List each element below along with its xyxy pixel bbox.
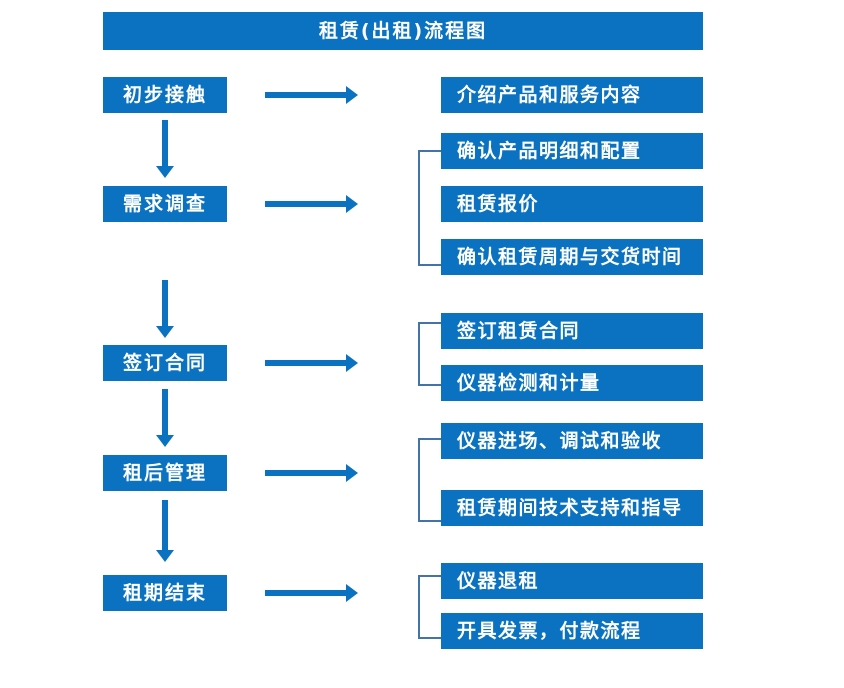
detail-box-label: 仪器退租 bbox=[457, 569, 540, 592]
detail-box[interactable]: 确认产品明细和配置 bbox=[441, 133, 703, 169]
detail-box[interactable]: 仪器退租 bbox=[441, 563, 703, 599]
arrow-shaft bbox=[265, 201, 347, 207]
stage-box-label: 租期结束 bbox=[122, 581, 207, 604]
arrow-head bbox=[156, 435, 174, 447]
detail-box[interactable]: 仪器检测和计量 bbox=[441, 365, 703, 401]
arrow-head bbox=[346, 86, 358, 104]
arrow-stage-1-to-details-icon bbox=[265, 84, 358, 106]
arrow-shaft bbox=[265, 360, 347, 366]
arrow-stage-4-to-details-icon bbox=[265, 462, 358, 484]
diagram-title-text: 租赁(出租)流程图 bbox=[318, 19, 488, 42]
arrow-head bbox=[346, 464, 358, 482]
arrow-stage-5-to-details-icon bbox=[265, 582, 358, 604]
arrow-shaft bbox=[162, 120, 168, 167]
detail-box[interactable]: 租赁报价 bbox=[441, 186, 703, 222]
stage-box-label: 租后管理 bbox=[122, 461, 207, 484]
stage-box[interactable]: 签订合同 bbox=[103, 345, 227, 381]
arrow-shaft bbox=[162, 389, 168, 436]
detail-box-label: 签订租赁合同 bbox=[457, 319, 581, 342]
arrow-head bbox=[346, 195, 358, 213]
detail-box[interactable]: 确认租赁周期与交货时间 bbox=[441, 239, 703, 275]
arrow-head bbox=[156, 550, 174, 562]
detail-box-label: 开具发票，付款流程 bbox=[457, 619, 642, 642]
arrow-shaft bbox=[162, 280, 168, 327]
stage-box-label: 签订合同 bbox=[122, 351, 207, 374]
arrow-stage-2-to-details-icon bbox=[265, 193, 358, 215]
arrow-head bbox=[346, 354, 358, 372]
detail-box-label: 确认产品明细和配置 bbox=[457, 139, 642, 162]
arrow-head bbox=[156, 166, 174, 178]
arrow-head bbox=[346, 584, 358, 602]
detail-box[interactable]: 仪器进场、调试和验收 bbox=[441, 423, 703, 459]
stage-box[interactable]: 租期结束 bbox=[103, 575, 227, 611]
arrow-stage-3-to-details-icon bbox=[265, 352, 358, 374]
arrow-shaft bbox=[265, 92, 347, 98]
detail-box[interactable]: 签订租赁合同 bbox=[441, 313, 703, 349]
detail-box-label: 租赁报价 bbox=[457, 192, 540, 215]
detail-box-label: 介绍产品和服务内容 bbox=[457, 83, 642, 106]
bracket-group-aftercare bbox=[418, 438, 441, 522]
diagram-title-bar: 租赁(出租)流程图 bbox=[103, 12, 703, 50]
detail-box-label: 仪器进场、调试和验收 bbox=[457, 429, 663, 452]
detail-box[interactable]: 开具发票，付款流程 bbox=[441, 613, 703, 649]
arrow-stage-4-to-5-icon bbox=[154, 500, 176, 562]
stage-box[interactable]: 租后管理 bbox=[103, 455, 227, 491]
arrow-stage-2-to-3-icon bbox=[154, 280, 176, 338]
arrow-stage-1-to-2-icon bbox=[154, 120, 176, 178]
arrow-shaft bbox=[265, 470, 347, 476]
arrow-head bbox=[156, 326, 174, 338]
bracket-group-end bbox=[418, 575, 441, 639]
detail-box[interactable]: 介绍产品和服务内容 bbox=[441, 77, 703, 113]
detail-box-label: 仪器检测和计量 bbox=[457, 371, 601, 394]
detail-box-label: 租赁期间技术支持和指导 bbox=[457, 496, 683, 519]
arrow-shaft bbox=[162, 500, 168, 551]
stage-box[interactable]: 初步接触 bbox=[103, 77, 227, 113]
stage-box-label: 初步接触 bbox=[122, 83, 207, 106]
stage-box-label: 需求调查 bbox=[122, 192, 207, 215]
detail-box-label: 确认租赁周期与交货时间 bbox=[457, 245, 683, 268]
arrow-shaft bbox=[265, 590, 347, 596]
detail-box[interactable]: 租赁期间技术支持和指导 bbox=[441, 490, 703, 526]
bracket-group-contract bbox=[418, 322, 441, 386]
arrow-stage-3-to-4-icon bbox=[154, 389, 176, 447]
bracket-group-demand bbox=[418, 150, 441, 266]
stage-box[interactable]: 需求调查 bbox=[103, 186, 227, 222]
